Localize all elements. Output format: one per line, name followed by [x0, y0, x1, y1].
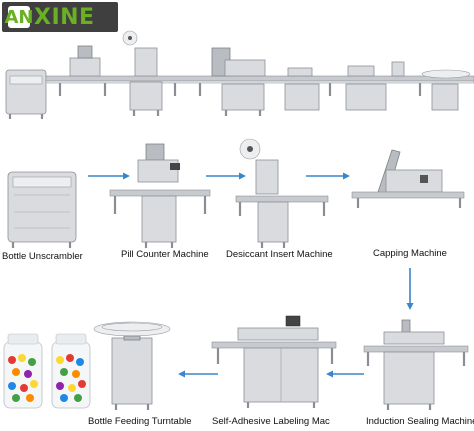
flow-arrow-1: [88, 172, 130, 180]
brand-logo: AN XINE: [2, 2, 118, 32]
self-adhesive-labeling-machine: [211, 315, 337, 408]
label-induction-sealing: Induction Sealing Machine: [366, 416, 474, 427]
bottle-feeding-turntable-machine: [93, 321, 171, 410]
logo-text: XINE: [34, 4, 95, 30]
label-self-adhesive-labeling: Self-Adhesive Labeling Mac: [212, 416, 330, 427]
flow-arrow-3: [306, 172, 350, 180]
label-bottle-feeding-turntable: Bottle Feeding Turntable: [88, 416, 192, 427]
flow-arrow-2: [206, 172, 246, 180]
pill-jars: [3, 333, 91, 409]
induction-sealing-machine: [363, 319, 469, 410]
logo-mark: AN: [4, 6, 34, 28]
full-line-overview: [5, 30, 474, 119]
pill-counter-machine: [109, 143, 211, 248]
label-pill-counter: Pill Counter Machine: [121, 249, 209, 260]
flow-arrow-6: [178, 370, 218, 378]
label-desiccant-insert: Desiccant Insert Machine: [226, 249, 333, 260]
capping-machine: [351, 149, 465, 208]
flow-arrow-5: [326, 370, 364, 378]
flow-arrow-4: [406, 268, 414, 310]
bottle-unscrambler-machine: [7, 171, 77, 248]
desiccant-insert-machine: [235, 138, 329, 248]
label-capping: Capping Machine: [373, 248, 447, 259]
label-bottle-unscrambler: Bottle Unscrambler: [2, 251, 83, 262]
